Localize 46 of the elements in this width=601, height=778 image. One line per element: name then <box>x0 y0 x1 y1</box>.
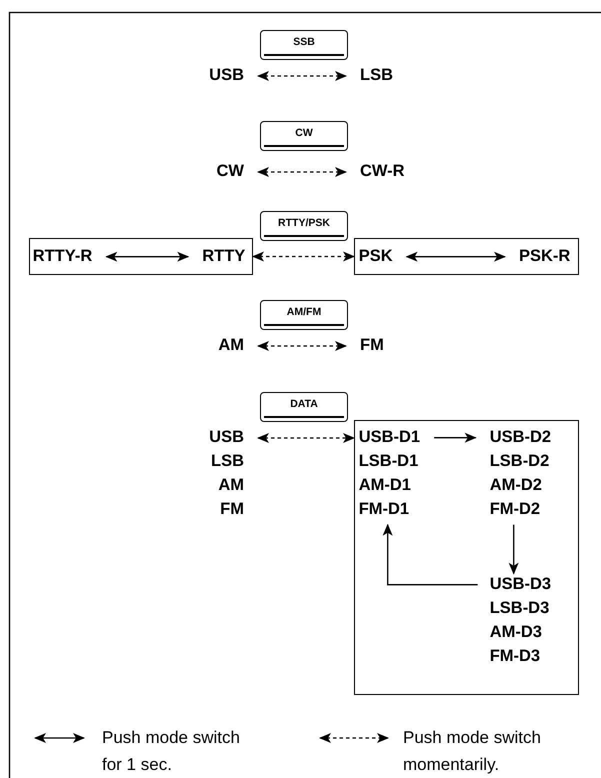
arrow <box>508 524 519 575</box>
mode-label: USB <box>209 427 244 448</box>
mode-label: FM <box>360 335 384 356</box>
mode-label: LSB <box>360 65 393 86</box>
mode-label: RTTY-R <box>32 246 92 267</box>
mode-label: LSB <box>211 451 244 472</box>
arrow <box>382 524 478 586</box>
mode-key: SSB <box>260 30 348 60</box>
mode-label: AM <box>218 475 244 496</box>
mode-group-box <box>354 238 579 275</box>
mode-label: USB-D1 <box>358 426 420 448</box>
mode-label: USB-D3 <box>490 574 552 595</box>
mode-label: AM-D1 <box>358 474 411 496</box>
mode-label: PSK-R <box>518 246 570 267</box>
dashed-arrow <box>257 433 355 443</box>
legend-text: Push mode switch for 1 sec. <box>102 727 241 776</box>
mode-label: CW <box>216 161 244 182</box>
mode-key: AM/FM <box>260 300 348 330</box>
mode-group-box <box>354 420 579 695</box>
mode-label: FM-D2 <box>490 498 540 520</box>
mode-label: AM <box>218 335 244 356</box>
mode-label: CW-R <box>360 161 405 182</box>
dashed-arrow <box>257 71 347 81</box>
mode-label: LSB-D2 <box>490 450 550 472</box>
dashed-arrow <box>257 167 347 177</box>
mode-label: FM-D3 <box>490 646 540 667</box>
mode-label: FM-D1 <box>358 498 410 520</box>
mode-key: CW <box>260 121 348 151</box>
mode-label: RTTY <box>202 246 246 267</box>
arrow <box>105 252 190 262</box>
mode-label: USB-D2 <box>490 426 552 448</box>
mode-label: PSK <box>358 246 393 267</box>
dashed-arrow <box>257 341 347 351</box>
legend-text: Push mode switch momentarily. <box>403 727 542 776</box>
mode-group-box <box>29 238 253 275</box>
mode-label: AM-D3 <box>490 622 542 643</box>
mode-label: USB <box>209 65 244 86</box>
mode-key: DATA <box>260 392 348 422</box>
mode-label: LSB-D1 <box>358 450 418 472</box>
mode-label: LSB-D3 <box>490 598 550 619</box>
mode-label: FM <box>220 499 244 520</box>
arrow <box>434 432 477 443</box>
arrow <box>406 252 506 262</box>
mode-label: AM-D2 <box>490 474 542 496</box>
dashed-arrow <box>252 252 355 262</box>
mode-key: RTTY/PSK <box>260 211 348 241</box>
